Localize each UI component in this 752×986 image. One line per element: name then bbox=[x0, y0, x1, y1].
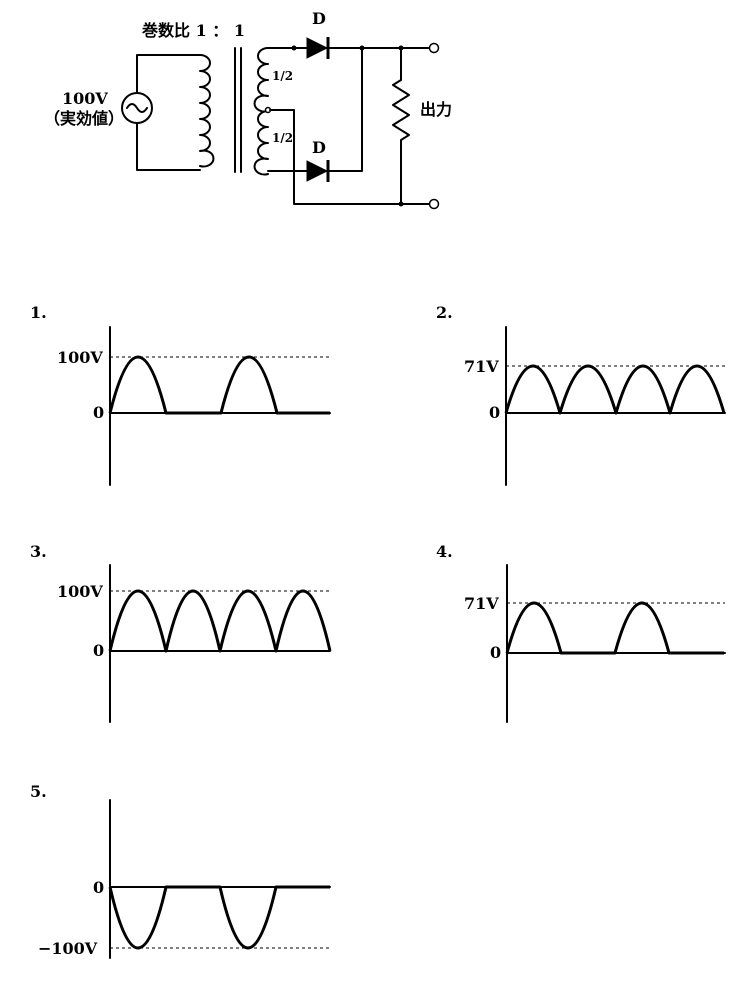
source-rms-note: （実効値） bbox=[44, 109, 124, 128]
turns-ratio-label: 巻数比 1 ： 1 bbox=[141, 21, 245, 40]
option-1-graph: 1. 100V 0 bbox=[30, 303, 331, 486]
zero-label: 0 bbox=[93, 641, 104, 660]
option-3-graph: 3. 100V 0 bbox=[30, 542, 332, 723]
top-value-label: 100V bbox=[57, 348, 103, 367]
option-number: 2. bbox=[436, 303, 453, 322]
diode-join-wire bbox=[327, 47, 363, 172]
diode-lower-label: D bbox=[312, 138, 326, 157]
tap-upper-label: 1/2 bbox=[272, 69, 293, 83]
option-5-graph: 5. 0 −100V bbox=[30, 782, 331, 959]
waveform bbox=[108, 589, 332, 653]
sine-symbol-icon bbox=[126, 103, 148, 113]
diode-upper-label: D bbox=[312, 9, 326, 28]
center-tap-wire bbox=[269, 109, 402, 205]
load-resistor-icon bbox=[392, 47, 410, 205]
option-2-graph: 2. 71V 0 bbox=[436, 303, 726, 486]
diode-upper-icon bbox=[306, 37, 329, 59]
zero-label: 0 bbox=[93, 403, 104, 422]
circuit-diagram: 巻数比 1 ： 1 100V （実効値） 1/2 1/2 D bbox=[44, 9, 452, 210]
primary-coil-icon bbox=[199, 54, 215, 168]
junction-dot bbox=[291, 45, 297, 51]
tap-lower-label: 1/2 bbox=[272, 131, 293, 145]
waveform bbox=[108, 355, 330, 415]
junction-dot bbox=[398, 201, 404, 207]
waveform bbox=[504, 364, 726, 415]
primary-wire-bottom bbox=[136, 122, 201, 171]
option-4-graph: 4. 71V 0 bbox=[436, 542, 726, 723]
option-number: 3. bbox=[30, 542, 47, 561]
primary-wire-top bbox=[136, 54, 201, 94]
diode-lower-icon bbox=[306, 160, 329, 182]
option-number: 4. bbox=[436, 542, 453, 561]
option-number: 1. bbox=[30, 303, 47, 322]
output-terminal-bottom bbox=[428, 198, 440, 210]
waveform bbox=[108, 885, 330, 950]
bottom-value-label: −100V bbox=[38, 939, 98, 958]
zero-label: 0 bbox=[489, 403, 500, 422]
waveform bbox=[505, 601, 724, 655]
top-value-label: 100V bbox=[57, 582, 103, 601]
zero-label: 0 bbox=[490, 643, 501, 662]
option-number: 5. bbox=[30, 782, 47, 801]
zero-label: 0 bbox=[93, 878, 104, 897]
output-label: 出力 bbox=[420, 100, 452, 119]
top-value-label: 71V bbox=[464, 357, 499, 376]
output-terminal-top bbox=[428, 42, 440, 54]
top-value-label: 71V bbox=[464, 594, 499, 613]
source-voltage-label: 100V bbox=[62, 89, 108, 108]
